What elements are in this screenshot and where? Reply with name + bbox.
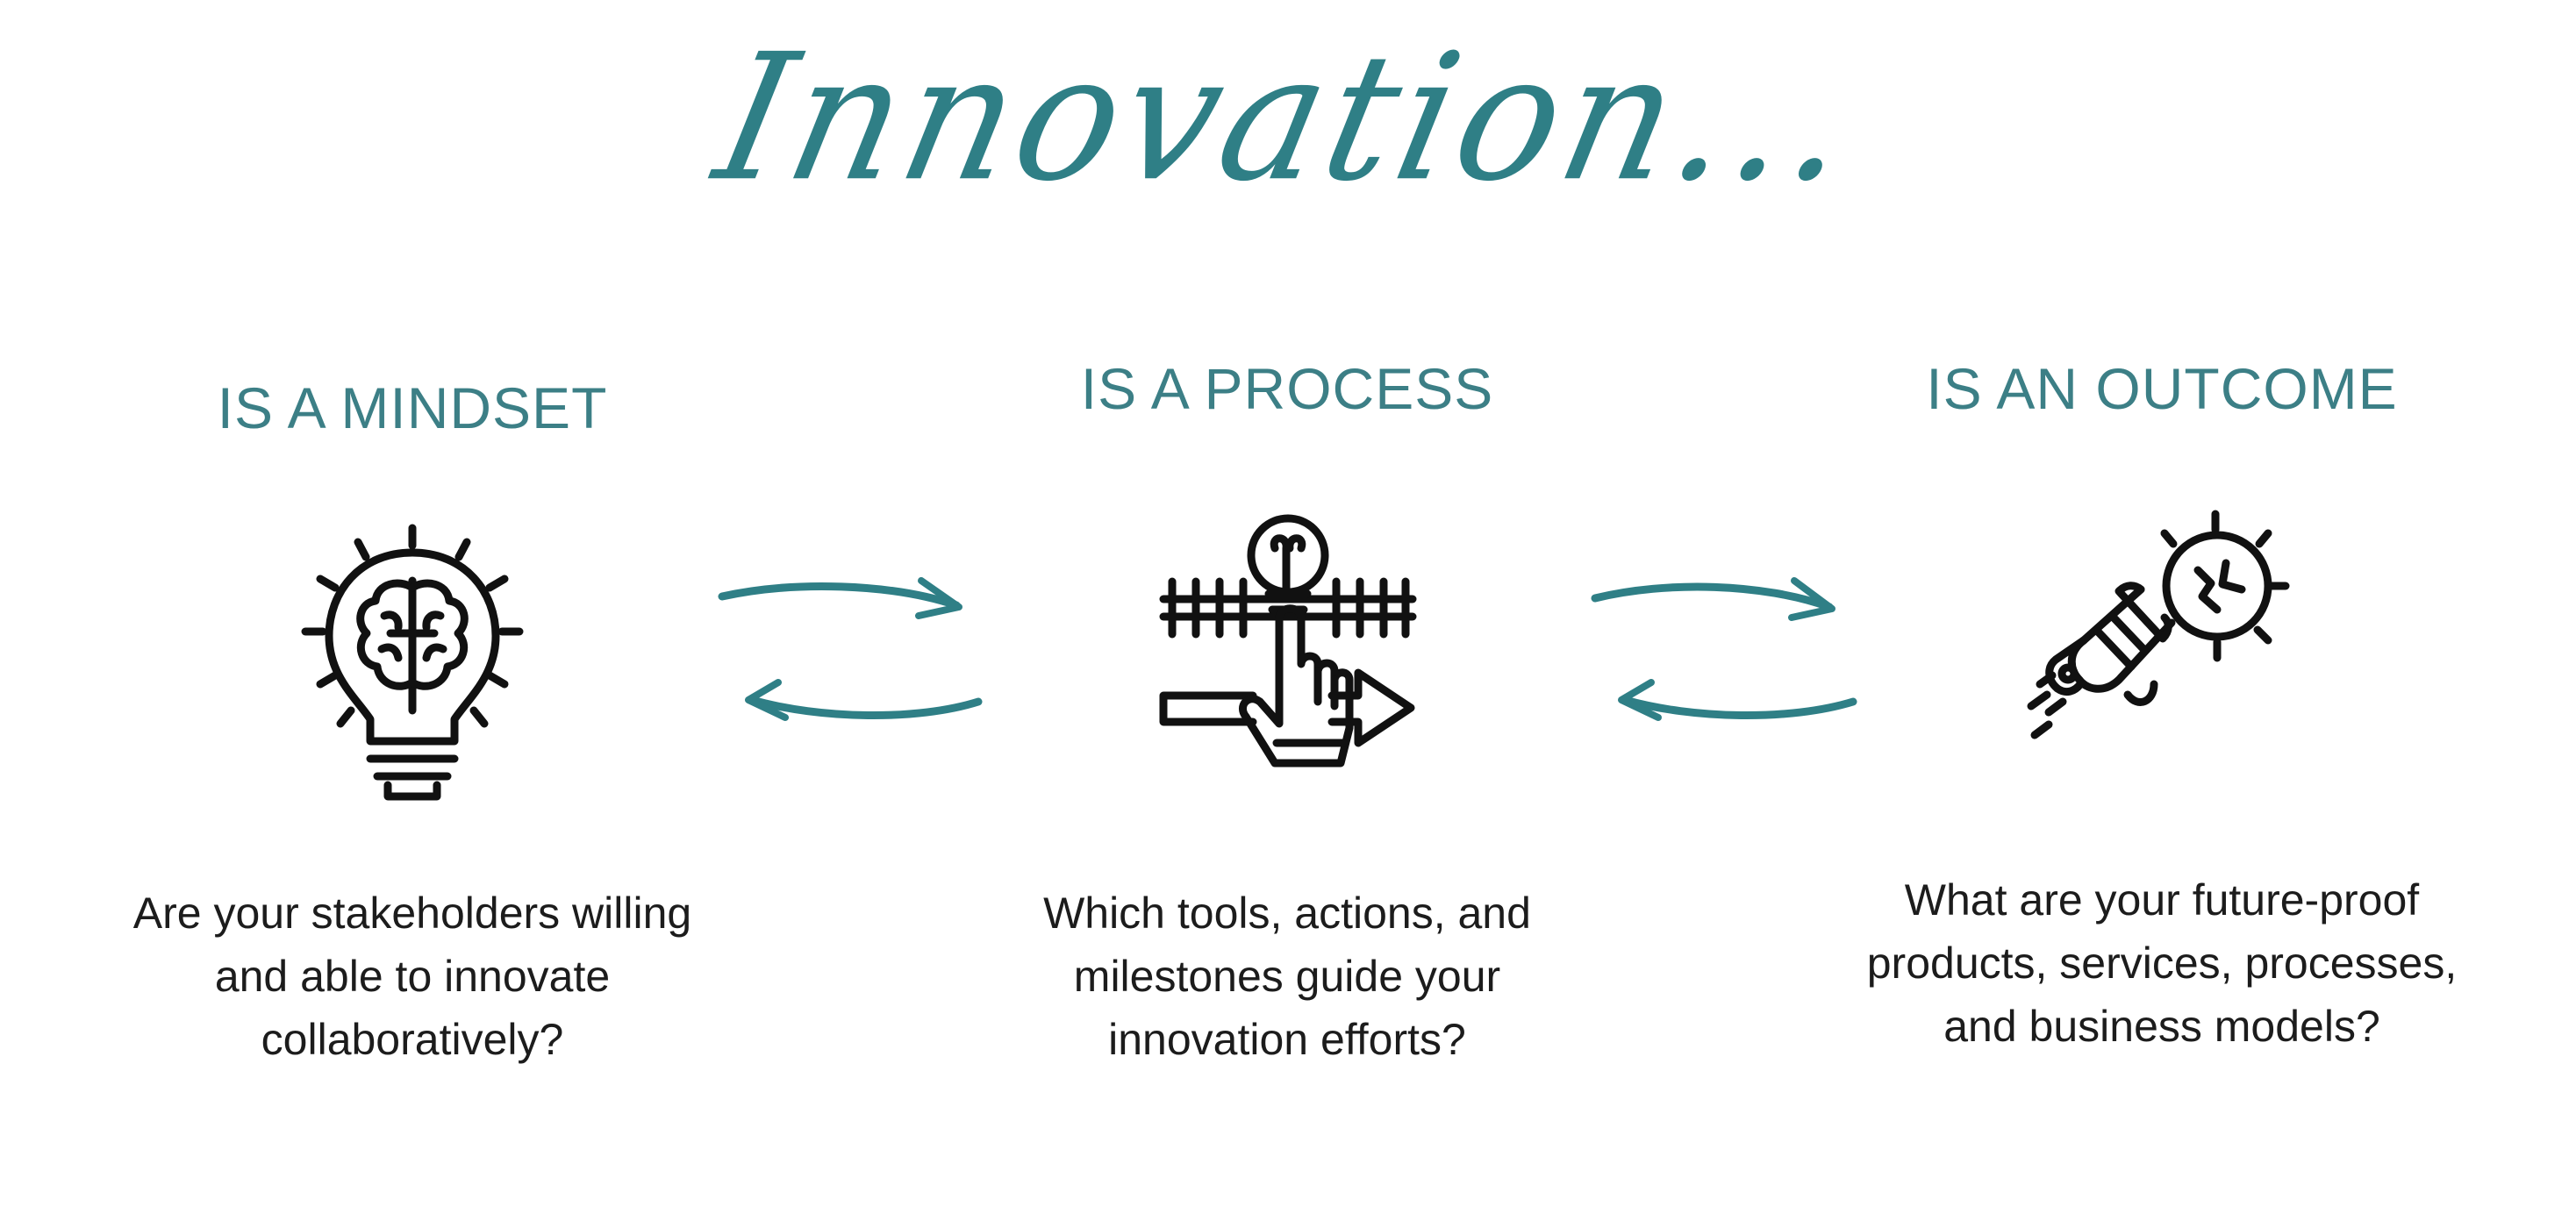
bidirectional-arrows-2 — [1591, 577, 1857, 721]
description-line: and business models? — [1943, 1002, 2380, 1051]
description-line: collaboratively? — [261, 1015, 564, 1064]
lightbulb-brain-icon — [301, 524, 524, 801]
description-mindset: Are your stakeholders willing and able t… — [18, 882, 807, 1071]
description-process: Which tools, actions, and milestones gui… — [892, 882, 1682, 1071]
description-line: innovation efforts? — [1108, 1015, 1466, 1064]
description-line: milestones guide your — [1073, 952, 1501, 1001]
description-line: Are your stakeholders willing — [132, 889, 692, 938]
description-line: What are your future-proof — [1904, 875, 2420, 925]
bidirectional-arrows-1 — [718, 577, 983, 721]
heading-process: IS A PROCESS — [1080, 356, 1494, 421]
hand-process-arrow-icon — [1159, 514, 1417, 768]
rocket-lightbulb-icon — [2027, 510, 2290, 739]
diagram-title: Innovation... — [701, 16, 1875, 220]
description-line: products, services, processes, — [1866, 939, 2458, 988]
description-line: and able to innovate — [214, 952, 611, 1001]
description-outcome: What are your future-proof products, ser… — [1767, 868, 2557, 1058]
description-line: Which tools, actions, and — [1043, 889, 1531, 938]
heading-mindset: IS A MINDSET — [217, 375, 608, 440]
heading-outcome: IS AN OUTCOME — [1926, 356, 2398, 421]
